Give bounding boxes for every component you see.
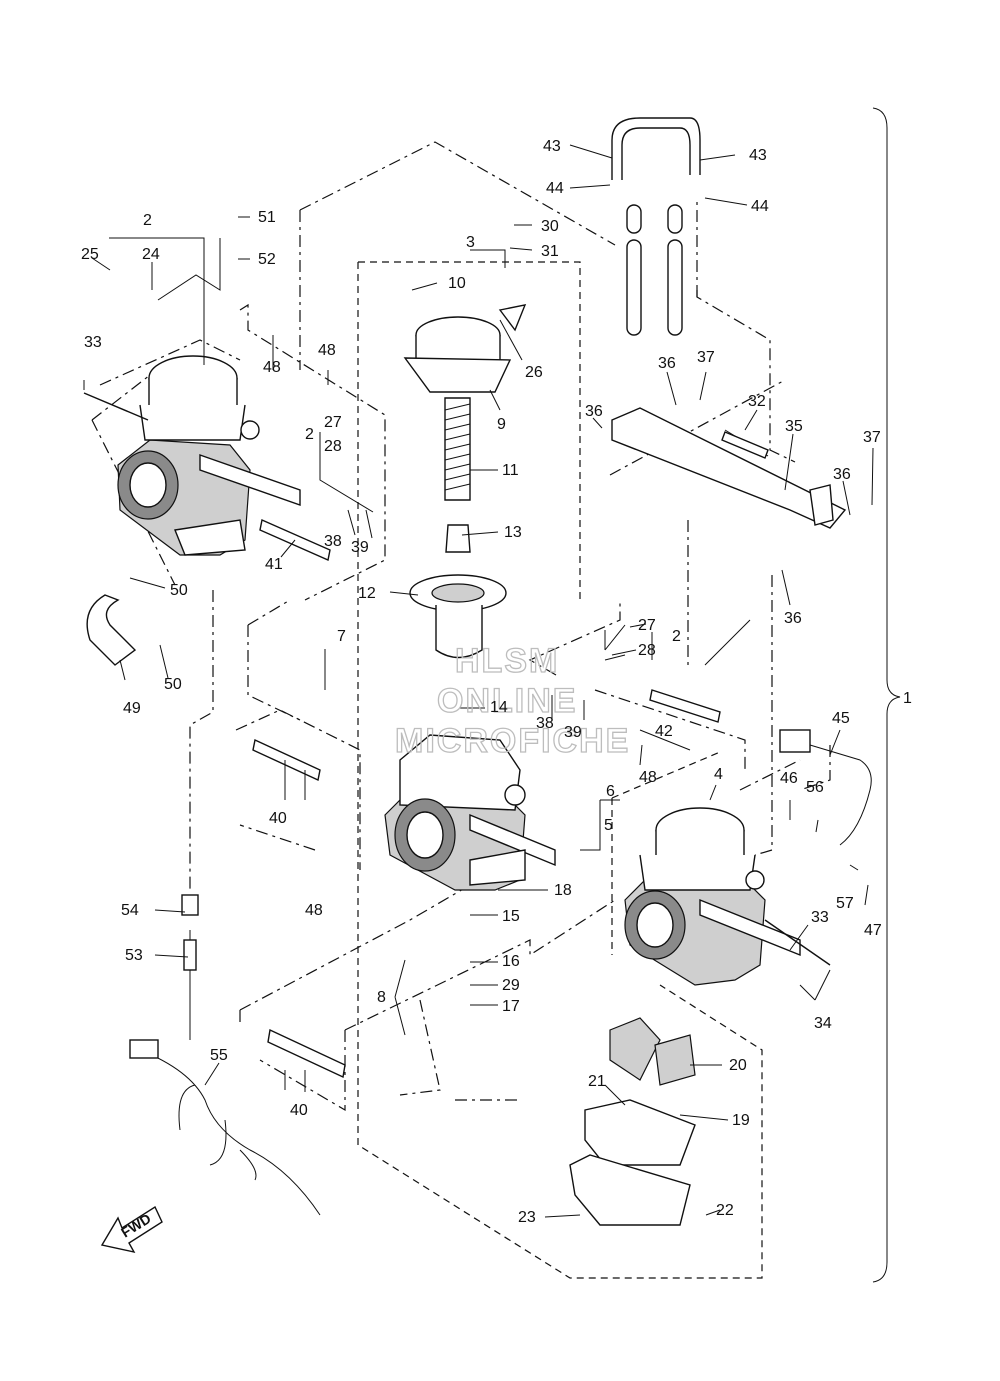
callout-5: 5 — [604, 817, 613, 834]
callout-42: 42 — [655, 723, 673, 740]
callout-40: 40 — [269, 810, 287, 827]
forward-direction-arrow: FWD — [100, 1205, 163, 1254]
callout-51: 51 — [258, 209, 276, 226]
callout-14: 14 — [490, 699, 508, 716]
callout-12: 12 — [358, 585, 376, 602]
callout-6: 6 — [606, 783, 615, 800]
callout-10: 10 — [448, 275, 466, 292]
callout-38: 38 — [536, 715, 554, 732]
callout-36: 36 — [833, 466, 851, 483]
callout-3: 3 — [466, 234, 475, 251]
callout-2: 2 — [672, 628, 681, 645]
callout-15: 15 — [502, 908, 520, 925]
watermark-line-3: MICROFICHE — [395, 722, 630, 760]
part-callouts: 1 2 2 2 3 4 5 6 7 8 9 10 11 12 13 14 15 … — [81, 138, 912, 1226]
subassembly-boxes — [357, 261, 763, 1279]
callout-37: 37 — [697, 349, 715, 366]
callout-45: 45 — [832, 710, 850, 727]
callout-50: 50 — [164, 676, 182, 693]
throttle-linkage — [611, 407, 847, 529]
callout-40: 40 — [290, 1102, 308, 1119]
callout-52: 52 — [258, 251, 276, 268]
callout-48: 48 — [263, 359, 281, 376]
vent-hoses — [611, 117, 701, 336]
callout-30: 30 — [541, 218, 559, 235]
callout-17: 17 — [502, 998, 520, 1015]
callout-37: 37 — [863, 429, 881, 446]
callout-33: 33 — [811, 909, 829, 926]
watermark: HLSM ONLINE MICROFICHE — [394, 641, 630, 760]
callout-7: 7 — [337, 628, 346, 645]
callout-1: 1 — [903, 690, 912, 707]
callout-33: 33 — [84, 334, 102, 351]
callout-28: 28 — [638, 642, 656, 659]
float-bowl — [569, 1017, 696, 1226]
callout-46: 46 — [780, 770, 798, 787]
callout-18: 18 — [554, 882, 572, 899]
callout-34: 34 — [814, 1015, 832, 1032]
callout-36: 36 — [658, 355, 676, 372]
callout-44: 44 — [751, 198, 769, 215]
callout-44: 44 — [546, 180, 564, 197]
callout-48: 48 — [639, 769, 657, 786]
leader-lines — [83, 144, 874, 1218]
callout-22: 22 — [716, 1202, 734, 1219]
callout-36: 36 — [784, 610, 802, 627]
callout-48: 48 — [305, 902, 323, 919]
callout-2: 2 — [143, 212, 152, 229]
callout-19: 19 — [732, 1112, 750, 1129]
watermark-line-2: ONLINE — [437, 682, 577, 720]
center-carburetor — [384, 734, 556, 891]
callout-21: 21 — [588, 1073, 606, 1090]
callout-20: 20 — [729, 1057, 747, 1074]
watermark-line-1: HLSM — [455, 642, 559, 680]
callout-54: 54 — [121, 902, 139, 919]
callout-35: 35 — [785, 418, 803, 435]
callout-39: 39 — [564, 724, 582, 741]
callout-8: 8 — [377, 989, 386, 1006]
right-carburetor — [624, 807, 831, 986]
callout-31: 31 — [541, 243, 559, 260]
callout-43: 43 — [543, 138, 561, 155]
callout-13: 13 — [504, 524, 522, 541]
callout-38: 38 — [324, 533, 342, 550]
callout-56: 56 — [806, 779, 824, 796]
callout-41: 41 — [265, 556, 283, 573]
callout-25: 25 — [81, 246, 99, 263]
callout-55: 55 — [210, 1047, 228, 1064]
left-carburetor — [83, 355, 301, 556]
callout-4: 4 — [714, 766, 723, 783]
callout-27: 27 — [324, 414, 342, 431]
callout-23: 23 — [518, 1209, 536, 1226]
callout-24: 24 — [142, 246, 160, 263]
callout-50: 50 — [170, 582, 188, 599]
assembly-brace — [872, 107, 901, 1283]
callout-28: 28 — [324, 438, 342, 455]
callout-49: 49 — [123, 700, 141, 717]
callout-32: 32 — [748, 393, 766, 410]
wire-harnesses — [129, 729, 872, 1216]
callout-39: 39 — [351, 539, 369, 556]
callout-16: 16 — [502, 953, 520, 970]
callout-57: 57 — [836, 895, 854, 912]
callout-11: 11 — [502, 462, 519, 479]
callout-29: 29 — [502, 977, 520, 994]
vacuum-chamber-parts — [403, 304, 527, 659]
callout-9: 9 — [497, 416, 506, 433]
callout-43: 43 — [749, 147, 767, 164]
callout-36: 36 — [585, 403, 603, 420]
callout-26: 26 — [525, 364, 543, 381]
fuel-hose — [86, 594, 137, 666]
callout-48: 48 — [318, 342, 336, 359]
callout-47: 47 — [864, 922, 882, 939]
callout-27: 27 — [638, 617, 656, 634]
callout-53: 53 — [125, 947, 143, 964]
callout-2: 2 — [305, 426, 314, 443]
